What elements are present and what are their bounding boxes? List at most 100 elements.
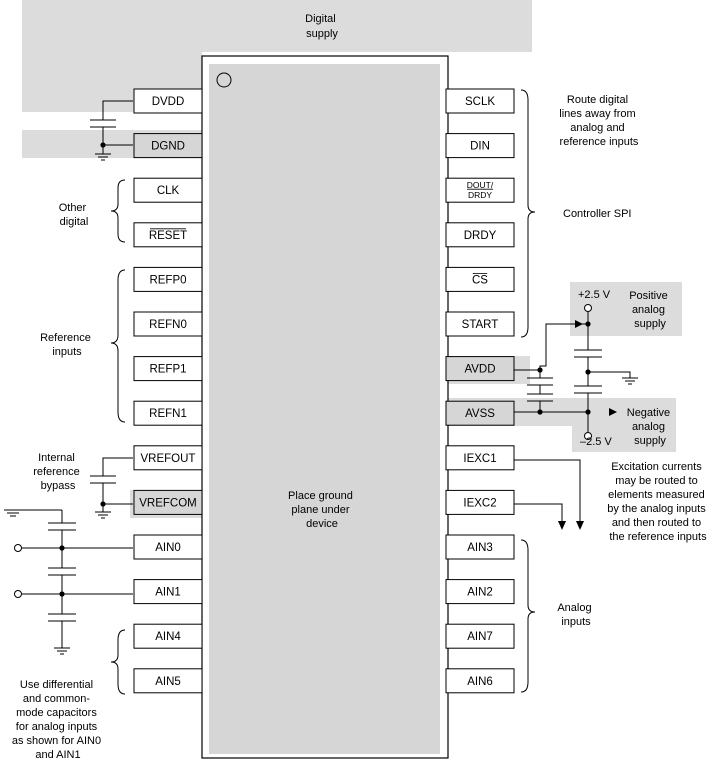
pin-ain7: AIN7: [445, 623, 515, 649]
pin-label: DGND: [151, 141, 185, 153]
brace-other-digital: [110, 179, 126, 243]
pin-ain2: AIN2: [445, 579, 515, 605]
pin-label: RESET: [149, 230, 187, 242]
pin-label: DIN: [470, 141, 490, 153]
pin-label: AIN5: [155, 676, 181, 688]
pin-label: REFP1: [149, 364, 186, 376]
pin-clk: CLK: [133, 177, 203, 203]
reference-inputs-label: Reference inputs: [40, 332, 94, 358]
pin-box: [133, 668, 203, 694]
controller-spi-label: Controller SPI: [563, 208, 631, 220]
digital-supply-region: [22, 0, 532, 52]
pin-label: IEXC2: [463, 497, 496, 509]
brace-route-digital: [520, 89, 536, 338]
pin-refp1: REFP1: [133, 356, 203, 382]
pin-box: [445, 489, 515, 515]
pin-label: REFP0: [149, 274, 186, 286]
pin-din: DIN: [445, 133, 515, 159]
pin-label: REFN0: [149, 319, 187, 331]
pin-box: [445, 222, 515, 248]
ground-plane-area: [209, 64, 440, 754]
pin-avss: AVSS: [445, 400, 515, 426]
pin-label: DRDY: [468, 190, 492, 200]
pin-box: [133, 311, 203, 337]
pin-ain3: AIN3: [445, 534, 515, 560]
pin-label: AIN7: [467, 631, 493, 643]
pin-label: SCLK: [465, 96, 495, 108]
pin-dvdd: DVDD: [133, 88, 203, 114]
pin-start: START: [445, 311, 515, 337]
pin-iexc2: IEXC2: [445, 489, 515, 515]
pin-ain5: AIN5: [133, 668, 203, 694]
pin-label: CS: [472, 274, 488, 286]
pin-label: VREFCOM: [139, 497, 197, 509]
pin-label: AVSS: [465, 408, 495, 420]
pin-iexc1: IEXC1: [445, 445, 515, 471]
pin-label: AIN0: [155, 542, 181, 554]
annotations: Digital supply Positive analog supply Ne…: [12, 13, 709, 761]
pin-box: [445, 579, 515, 605]
pin-label: DVDD: [152, 96, 185, 108]
minus-voltage-label: –2.5 V: [580, 436, 612, 448]
plus-voltage-label: +2.5 V: [578, 289, 611, 301]
pin-label: IEXC1: [463, 453, 496, 465]
pin-label: REFN1: [149, 408, 187, 420]
positive-supply-label: Positive analog supply: [629, 290, 671, 330]
pin-cs: CS: [445, 266, 515, 292]
pin-label: AIN4: [155, 631, 181, 643]
pin-ain1: AIN1: [133, 579, 203, 605]
brace-analog-inputs: [520, 539, 536, 693]
pin-label: START: [462, 319, 499, 331]
pin-box: [445, 534, 515, 560]
pin-box: [133, 445, 203, 471]
pin-box: [445, 133, 515, 159]
pin-drdy: DRDY: [445, 222, 515, 248]
chip-center-label: Place ground plane under device: [288, 490, 356, 530]
pin-ain6: AIN6: [445, 668, 515, 694]
pin-dgnd: DGND: [133, 133, 203, 159]
pin-box: [445, 623, 515, 649]
pin-box: [133, 400, 203, 426]
pin-box: [133, 489, 203, 515]
wiring: [4, 100, 638, 655]
excitation-currents-note: Excitation currents may be routed to ele…: [607, 461, 709, 543]
pin-label: AIN6: [467, 676, 493, 688]
pin-box: [445, 356, 515, 382]
pin-box: [445, 177, 515, 203]
digital-supply-label: Digital supply: [305, 13, 339, 40]
pin-refp0: REFP0: [133, 266, 203, 292]
brace-use-differential: [110, 629, 126, 695]
route-digital-note: Route digital lines away from analog and…: [559, 94, 639, 148]
pin-box: [445, 445, 515, 471]
pin-box: [445, 88, 515, 114]
pin-refn0: REFN0: [133, 311, 203, 337]
pin-box: [133, 88, 203, 114]
other-digital-label: Other digital: [59, 202, 90, 228]
braces: [110, 89, 536, 695]
pin-dout-drdy: DOUT/DRDY: [445, 177, 515, 203]
pin-box: [133, 266, 203, 292]
analog-inputs-label: Analog inputs: [557, 602, 594, 628]
pin-vrefcom: VREFCOM: [133, 489, 203, 515]
brace-reference-inputs: [110, 269, 126, 423]
internal-reference-label: Internal reference bypass: [33, 452, 83, 492]
pin-box: [133, 579, 203, 605]
pin-label: DOUT/: [467, 180, 494, 190]
left-pins: DVDD DGND CLK RESET REFP0REFN0REFP1REFN1VREF…: [133, 88, 203, 694]
arrows-and-dots: [59, 142, 617, 597]
negative-supply-label: Negative analog supply: [627, 407, 673, 447]
pin-box: [445, 668, 515, 694]
pin-label: AVDD: [464, 364, 495, 376]
pin-label: CLK: [157, 185, 180, 197]
pin-box: [445, 266, 515, 292]
pin-sclk: SCLK: [445, 88, 515, 114]
use-differential-note: Use differential and common- mode capaci…: [12, 679, 104, 761]
pin-label: DRDY: [464, 230, 497, 242]
pin-box: [133, 623, 203, 649]
right-pins: SCLKDINDOUT/DRDYDRDYCSSTARTAVDDAVSSIEXC1…: [445, 88, 515, 694]
pin-box: [133, 222, 203, 248]
pin-refn1: REFN1: [133, 400, 203, 426]
pin-box: [133, 133, 203, 159]
pin-avdd: AVDD: [445, 356, 515, 382]
